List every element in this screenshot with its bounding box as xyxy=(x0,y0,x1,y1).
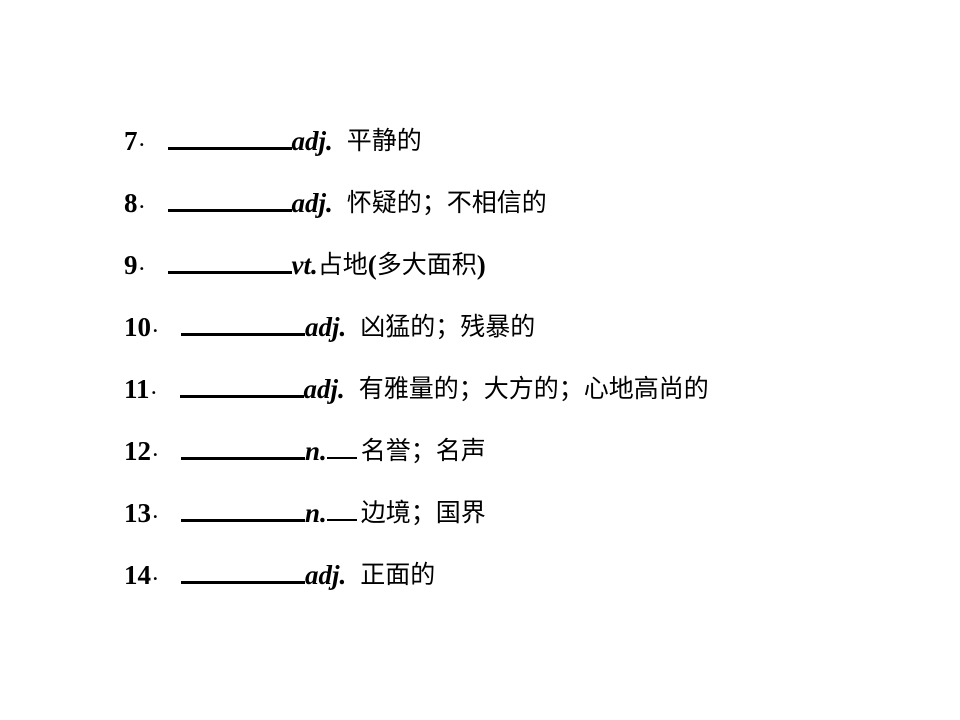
meaning: 怀疑的；不相信的 xyxy=(346,188,547,217)
part-of-speech: n. xyxy=(305,436,327,466)
underline-gap xyxy=(326,489,357,521)
underline-gap xyxy=(326,427,357,459)
item-number: 8 xyxy=(124,188,138,218)
meaning: 占地 xyxy=(317,250,368,279)
item-number-dot: ． xyxy=(137,254,156,275)
item-number: 13 xyxy=(124,498,151,528)
part-of-speech: adj. xyxy=(305,312,347,342)
answer-blank xyxy=(181,551,305,584)
list-item: 12 ． n. 名誉；名声 xyxy=(124,420,924,482)
list-item: 7 ． adj. 平静的 xyxy=(124,110,924,172)
part-of-speech: adj. xyxy=(291,126,333,156)
answer-blank xyxy=(179,365,304,398)
meaning: 平静的 xyxy=(346,126,422,155)
item-number-dot: ． xyxy=(151,502,169,523)
item-number-dot: ． xyxy=(137,130,156,151)
part-of-speech: n. xyxy=(305,498,327,528)
item-number-dot: ． xyxy=(151,564,169,585)
item-number-dot: ． xyxy=(137,192,156,213)
paren-close: ) xyxy=(476,250,486,280)
item-number-dot: ． xyxy=(151,440,169,461)
item-number: 11 xyxy=(124,374,150,404)
list-item: 14 ． adj. 正面的 xyxy=(124,544,924,606)
part-of-speech: vt. xyxy=(291,250,318,280)
item-number-dot: ． xyxy=(151,316,169,337)
meaning: 正面的 xyxy=(360,560,436,589)
item-number: 9 xyxy=(124,250,138,280)
answer-blank xyxy=(181,427,305,460)
list-item: 10 ． adj. 凶猛的；残暴的 xyxy=(124,296,924,358)
answer-blank xyxy=(181,489,305,522)
list-item: 13 ． n. 边境；国界 xyxy=(124,482,924,544)
vocabulary-list: 7 ． adj. 平静的 8 ． adj. 怀疑的；不相信的 9 ． vt. 占… xyxy=(124,110,924,606)
meaning-parenthetical: 多大面积 xyxy=(376,250,477,279)
answer-blank xyxy=(167,179,292,212)
answer-blank xyxy=(167,117,292,150)
meaning: 边境；国界 xyxy=(360,498,486,527)
meaning: 名誉；名声 xyxy=(360,436,486,465)
item-number: 7 xyxy=(124,126,138,156)
meaning: 有雅量的；大方的；心地高尚的 xyxy=(358,374,709,403)
item-number: 14 xyxy=(124,560,151,590)
answer-blank xyxy=(181,303,305,336)
paren-open: ( xyxy=(367,250,377,280)
item-number-dot: ． xyxy=(149,378,168,399)
item-number: 10 xyxy=(124,312,151,342)
part-of-speech: adj. xyxy=(303,374,345,404)
answer-blank xyxy=(167,241,292,274)
list-item: 8 ． adj. 怀疑的；不相信的 xyxy=(124,172,924,234)
item-number: 12 xyxy=(124,436,151,466)
part-of-speech: adj. xyxy=(305,560,347,590)
meaning: 凶猛的；残暴的 xyxy=(360,312,536,341)
list-item: 11 ． adj. 有雅量的；大方的；心地高尚的 xyxy=(124,358,924,420)
part-of-speech: adj. xyxy=(291,188,333,218)
list-item: 9 ． vt. 占地 ( 多大面积 ) xyxy=(124,234,924,296)
